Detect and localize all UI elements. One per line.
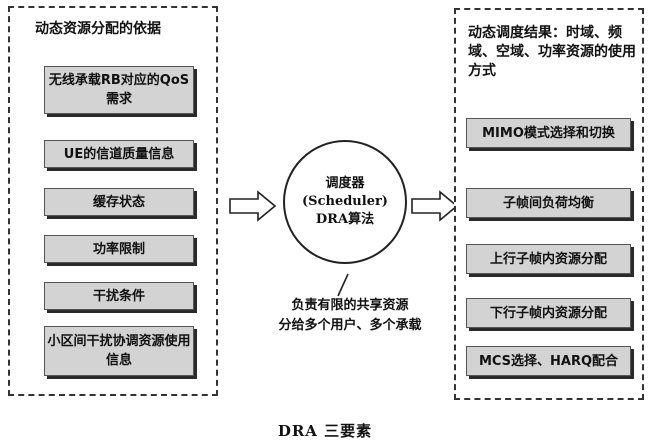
scheduler-note-line2: 分给多个用户、多个承载: [278, 318, 422, 333]
result-uplink-allocation: 上行子帧内资源分配: [466, 244, 631, 274]
factor-buffer-status: 缓存状态: [44, 188, 194, 216]
scheduling-results-panel: 动态调度结果：时域、频域、空域、功率资源的使用方式 MIMO模式选择和切换 子帧…: [454, 8, 644, 400]
input-factors-title: 动态资源分配的依据: [35, 21, 161, 37]
scheduling-results-title: 动态调度结果：时域、频域、空域、功率资源的使用方式: [468, 25, 636, 79]
factor-power-limit: 功率限制: [44, 235, 194, 263]
note-pointer-line: [337, 273, 349, 297]
result-mimo-mode: MIMO模式选择和切换: [466, 118, 631, 148]
scheduler-circle: 调度器 (Scheduler) DRA算法: [283, 140, 407, 264]
result-subframe-load-balance: 子帧间负荷均衡: [466, 188, 631, 218]
scheduler-english-label: (Scheduler): [302, 194, 388, 209]
input-arrow-icon: [229, 190, 277, 222]
result-mcs-harq: MCS选择、HARQ配合: [466, 346, 631, 376]
input-factors-panel: 动态资源分配的依据 无线承载RB对应的QoS需求 UE的信道质量信息 缓存状态 …: [8, 6, 218, 396]
result-downlink-allocation: 下行子帧内资源分配: [466, 298, 631, 328]
dra-algorithm-label: DRA算法: [315, 212, 375, 227]
scheduler-note: 负责有限的共享资源 分给多个用户、多个承载: [250, 296, 450, 336]
output-arrow-icon: [411, 190, 459, 222]
factor-icic-info: 小区间干扰协调资源使用信息: [44, 326, 194, 376]
figure-caption: DRA 三要素: [277, 422, 373, 440]
scheduler-label: 调度器: [325, 176, 365, 191]
scheduler-note-line1: 负责有限的共享资源: [291, 298, 409, 313]
factor-channel-quality: UE的信道质量信息: [44, 140, 194, 168]
factor-qos-requirement: 无线承载RB对应的QoS需求: [44, 66, 194, 114]
factor-interference: 干扰条件: [44, 282, 194, 310]
